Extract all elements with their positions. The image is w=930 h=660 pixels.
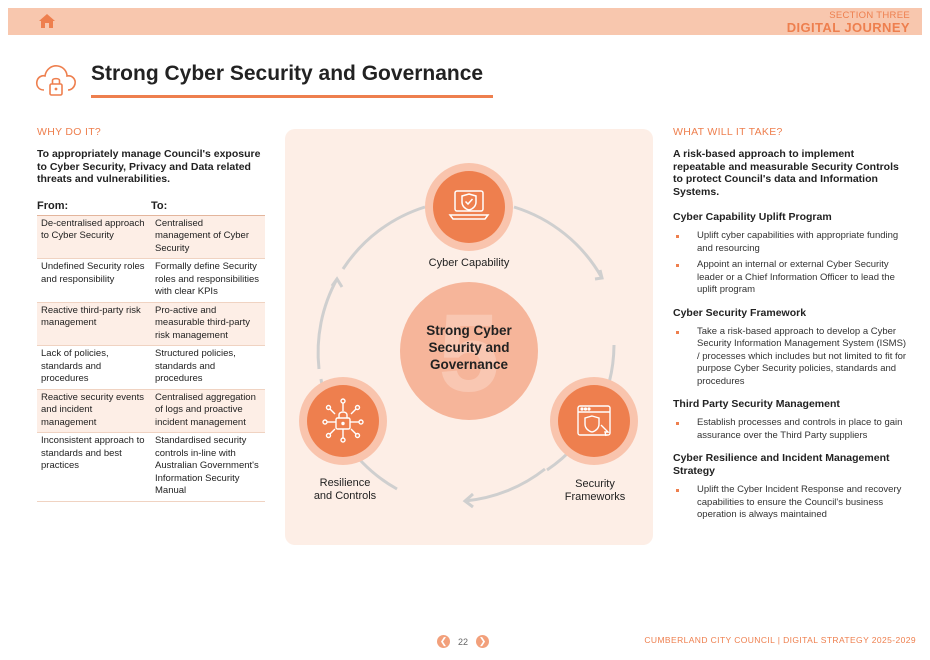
section-number: SECTION THREE — [829, 10, 910, 21]
table-row: Inconsistent approach to standards and b… — [37, 433, 265, 502]
bullet-list: Establish processes and controls in plac… — [673, 417, 908, 442]
to-cell: Structured policies, standards and proce… — [155, 348, 236, 384]
footer-document-title: CUMBERLAND CITY COUNCIL | DIGITAL STRATE… — [644, 635, 916, 645]
cycle-arc — [513, 205, 604, 279]
center-number: 5 — [438, 292, 499, 415]
cycle-arc — [464, 467, 546, 503]
from-cell: Undefined Security roles and responsibil… — [41, 261, 145, 285]
bullet-icon — [676, 235, 679, 238]
table-row: Lack of policies, standards and procedur… — [37, 346, 265, 390]
node-label-resilience: Resilience and Controls — [295, 477, 395, 503]
to-cell: Standardised security controls in-line w… — [155, 435, 259, 496]
group-title: Third Party Security Management — [673, 398, 840, 410]
center-label: Strong Cyber Security and Governance — [405, 322, 533, 373]
table-row: De-centralised approach to Cyber Securit… — [37, 215, 265, 259]
from-header: From: — [37, 199, 69, 212]
bullet-icon — [676, 264, 679, 267]
group-title: Cyber Security Framework — [673, 306, 807, 319]
chevron-left-icon[interactable]: ❮ — [437, 635, 450, 648]
cycle-graphic: 5 — [299, 163, 638, 509]
why-intro: To appropriately manage Council's exposu… — [37, 148, 261, 185]
from-cell: Lack of policies, standards and procedur… — [41, 348, 109, 384]
bullet-icon — [676, 330, 679, 334]
laptop-shield-icon — [448, 190, 490, 220]
from-to-table: De-centralised approach to Cyber Securit… — [37, 214, 265, 502]
capability-cycle-diagram: 5 — [285, 129, 653, 545]
to-cell: Centralised management of Cyber Security — [155, 217, 249, 254]
cycle-arc — [341, 205, 426, 270]
center-circle — [400, 282, 538, 420]
arc-arrowhead — [330, 276, 344, 288]
section-title: DIGITAL JOURNEY — [786, 20, 910, 35]
table-row: Reactive third-party risk management Pro… — [37, 302, 265, 346]
from-to-header: From: To: — [37, 200, 265, 212]
arc-arrowhead — [594, 269, 604, 281]
to-cell: Centralised aggregation of logs and proa… — [155, 391, 256, 428]
cycle-arc — [316, 278, 339, 370]
bullet-text: Appoint an internal or external Cyber Se… — [697, 259, 895, 295]
node-circle — [558, 385, 630, 457]
list-item: Establish processes and controls in plac… — [673, 417, 908, 442]
why-section: WHY DO IT? To appropriately manage Counc… — [37, 126, 265, 502]
what-heading: WHAT WILL IT TAKE? — [673, 126, 783, 138]
network-lock-icon — [322, 398, 364, 443]
list-item: Appoint an internal or external Cyber Se… — [673, 259, 908, 297]
to-header: To: — [151, 199, 168, 212]
browser-shield-icon — [577, 405, 611, 437]
node-label-line: Security — [575, 478, 615, 490]
to-cell: Formally define Security roles and respo… — [155, 261, 260, 297]
from-cell: Reactive security events and incident ma… — [41, 391, 144, 428]
group-title: Cyber Capability Uplift Program — [673, 211, 832, 223]
title-underline — [91, 95, 493, 98]
list-item: Uplift cyber capabilities with appropria… — [673, 230, 908, 255]
bullet-list: Uplift cyber capabilities with appropria… — [673, 230, 908, 297]
from-cell: Reactive third-party risk management — [41, 304, 141, 329]
node-label-line: Resilience — [319, 477, 371, 489]
from-cell: Inconsistent approach to standards and b… — [41, 435, 145, 471]
what-section: WHAT WILL IT TAKE? A risk-based approach… — [673, 126, 908, 526]
bullet-list: Take a risk-based approach to develop a … — [673, 326, 908, 389]
from-cell: De-centralised approach to Cyber Securit… — [41, 217, 145, 242]
table-row: Undefined Security roles and responsibil… — [37, 259, 265, 303]
node-circle — [307, 385, 379, 457]
home-icon[interactable] — [38, 13, 56, 29]
to-cell: Pro-active and measurable third-party ri… — [155, 304, 251, 341]
center-label-line: Governance — [429, 357, 509, 372]
node-label-cyber-capability: Cyber Capability — [428, 257, 510, 269]
group-title: Cyber Resilience and Incident Management… — [673, 452, 890, 477]
node-label-line: and Controls — [313, 490, 377, 502]
center-label-line: Security and — [428, 340, 510, 355]
bullet-text: Take a risk-based approach to develop a … — [697, 325, 907, 387]
what-intro: A risk-based approach to implement repea… — [673, 148, 899, 198]
page-title: Strong Cyber Security and Governance — [91, 62, 484, 85]
page-number: 22 — [458, 636, 469, 647]
section-label: SECTION THREE DIGITAL JOURNEY — [786, 10, 910, 35]
arc-arrowhead — [462, 492, 474, 509]
node-circle — [433, 171, 505, 243]
chevron-right-icon[interactable]: ❯ — [476, 635, 490, 648]
node-label-security-frameworks: Security Frameworks — [547, 478, 643, 504]
why-heading: WHY DO IT? — [37, 126, 102, 138]
bullet-list: Uplift the Cyber Incident Response and r… — [673, 484, 908, 522]
page-navigation: ❮ 22 ❯ — [437, 635, 490, 648]
bullet-text: Uplift cyber capabilities with appropria… — [697, 230, 899, 254]
list-item: Take a risk-based approach to develop a … — [673, 326, 908, 389]
node-label-line: Frameworks — [564, 491, 626, 503]
bullet-text: Establish processes and controls in plac… — [697, 417, 903, 441]
section-header-bar: SECTION THREE DIGITAL JOURNEY — [8, 8, 922, 35]
bullet-text: Uplift the Cyber Incident Response and r… — [697, 484, 902, 520]
table-row: Reactive security events and incident ma… — [37, 389, 265, 433]
bullet-icon — [676, 489, 679, 492]
cloud-lock-icon — [35, 65, 76, 96]
list-item: Uplift the Cyber Incident Response and r… — [673, 484, 908, 522]
center-label-line: Strong Cyber — [426, 323, 512, 338]
bullet-icon — [676, 422, 679, 425]
